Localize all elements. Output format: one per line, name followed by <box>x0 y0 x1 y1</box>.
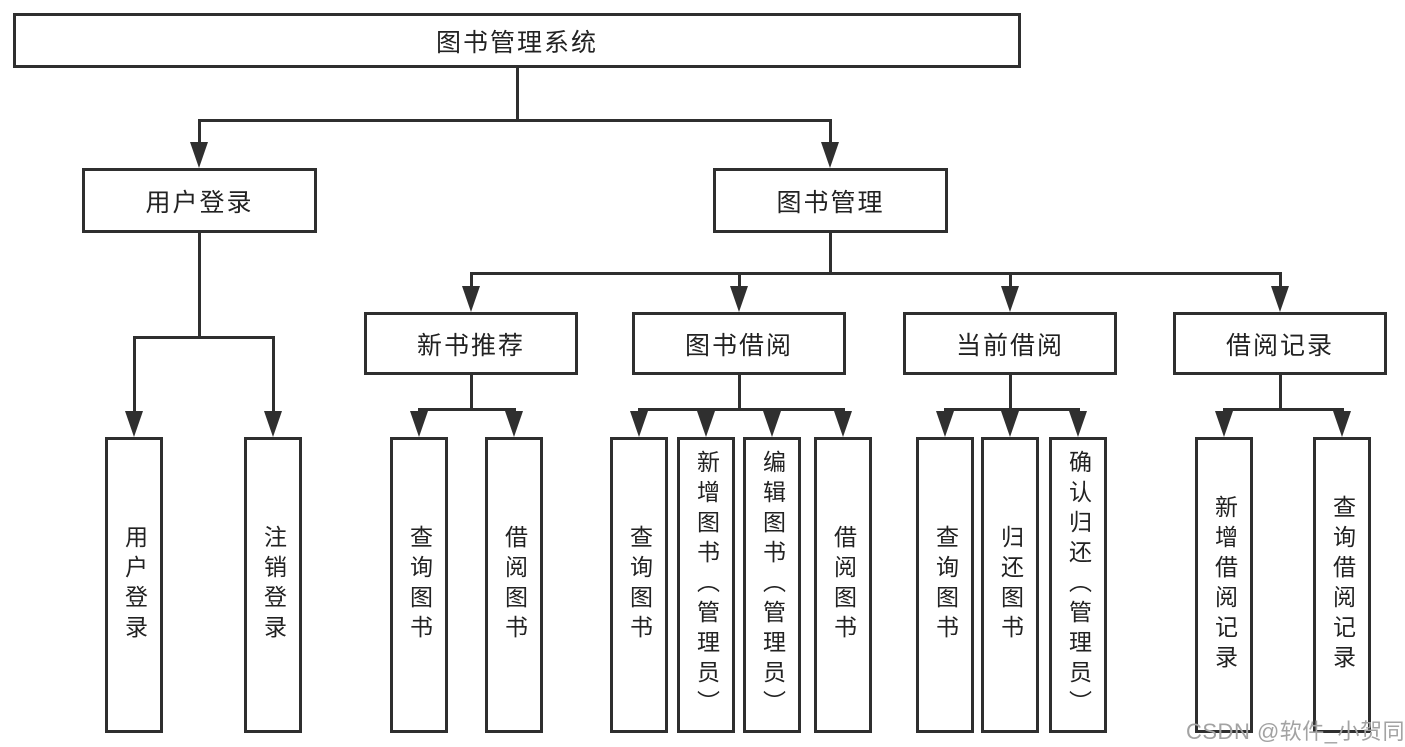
leaf-records-query: 查询借阅记录 <box>1313 437 1371 733</box>
leaf-current-return: 归还图书 <box>981 437 1039 733</box>
arrowhead-borrow-leaf4 <box>834 411 852 437</box>
leaf-current-query: 查询图书 <box>916 437 974 733</box>
connector-borrow-stem <box>737 375 741 408</box>
arrowhead-to-user-login <box>190 142 208 168</box>
arrowhead-borrow-leaf1 <box>630 411 648 437</box>
connector-root-to-login <box>197 119 201 147</box>
connector-mgmt-split <box>469 272 1282 275</box>
leaf-logout: 注销登录 <box>244 437 302 733</box>
connector-login-stem <box>197 233 201 336</box>
arrowhead-current-leaf2 <box>1001 411 1019 437</box>
arrowhead-records-leaf2 <box>1333 411 1351 437</box>
leaf-borrow-query: 查询图书 <box>610 437 668 733</box>
arrowhead-newbook-leaf1 <box>410 411 428 437</box>
connector-login-to-leaf1 <box>132 336 136 414</box>
leaf-borrow-add-admin: 新增图书（管理员） <box>677 437 735 733</box>
leaf-newbook-borrow: 借阅图书 <box>485 437 543 733</box>
arrowhead-records-leaf1 <box>1215 411 1233 437</box>
connector-current-stem <box>1008 375 1012 408</box>
leaf-current-confirm-admin: 确认归还（管理员） <box>1049 437 1107 733</box>
node-root-library-system: 图书管理系统 <box>13 13 1021 68</box>
node-current-borrow-label: 当前借阅 <box>955 331 1064 360</box>
connector-mgmt-to-current <box>1008 272 1012 288</box>
arrowhead-to-records <box>1271 286 1289 312</box>
connector-login-split <box>132 336 275 339</box>
node-user-login: 用户登录 <box>82 168 317 233</box>
connector-root-stem <box>515 68 519 119</box>
connector-mgmt-to-newbook <box>469 272 473 288</box>
leaf-borrow-edit-admin: 编辑图书（管理员） <box>743 437 801 733</box>
connector-records-split <box>1222 408 1344 411</box>
arrowhead-to-logout-leaf <box>264 411 282 437</box>
node-new-book-label: 新书推荐 <box>416 331 525 360</box>
node-book-mgmt-label: 图书管理 <box>776 188 885 217</box>
leaf-user-login: 用户登录 <box>105 437 163 733</box>
node-user-login-label: 用户登录 <box>145 188 254 217</box>
leaf-records-add: 新增借阅记录 <box>1195 437 1253 733</box>
connector-newbook-split <box>417 408 516 411</box>
arrowhead-newbook-leaf2 <box>505 411 523 437</box>
arrowhead-to-login-leaf <box>125 411 143 437</box>
connector-records-stem <box>1278 375 1282 408</box>
leaf-newbook-query: 查询图书 <box>390 437 448 733</box>
arrowhead-borrow-leaf3 <box>763 411 781 437</box>
arrowhead-current-leaf3 <box>1069 411 1087 437</box>
node-borrow-records: 借阅记录 <box>1173 312 1387 375</box>
connector-mgmt-to-borrow <box>737 272 741 288</box>
arrowhead-borrow-leaf2 <box>697 411 715 437</box>
connector-root-to-mgmt <box>828 119 832 147</box>
node-book-mgmt: 图书管理 <box>713 168 948 233</box>
connector-current-split <box>943 408 1080 411</box>
leaf-borrow-book: 借阅图书 <box>814 437 872 733</box>
arrowhead-to-current <box>1001 286 1019 312</box>
csdn-watermark: CSDN @软件_小贺同学 <box>1186 719 1405 744</box>
arrowhead-to-newbook <box>462 286 480 312</box>
connector-borrow-split <box>637 408 845 411</box>
node-book-borrow-label: 图书借阅 <box>684 331 793 360</box>
connector-mgmt-stem <box>828 233 832 272</box>
arrowhead-to-book-mgmt <box>821 142 839 168</box>
connector-root-split <box>197 119 832 122</box>
node-root-label: 图书管理系统 <box>435 28 598 57</box>
connector-login-to-leaf2 <box>271 336 275 414</box>
node-borrow-records-label: 借阅记录 <box>1225 331 1334 360</box>
node-current-borrow: 当前借阅 <box>903 312 1117 375</box>
node-book-borrow: 图书借阅 <box>632 312 846 375</box>
connector-newbook-stem <box>469 375 473 408</box>
arrowhead-current-leaf1 <box>936 411 954 437</box>
arrowhead-to-borrow <box>730 286 748 312</box>
connector-mgmt-to-records <box>1278 272 1282 288</box>
node-new-book-recommend: 新书推荐 <box>364 312 578 375</box>
